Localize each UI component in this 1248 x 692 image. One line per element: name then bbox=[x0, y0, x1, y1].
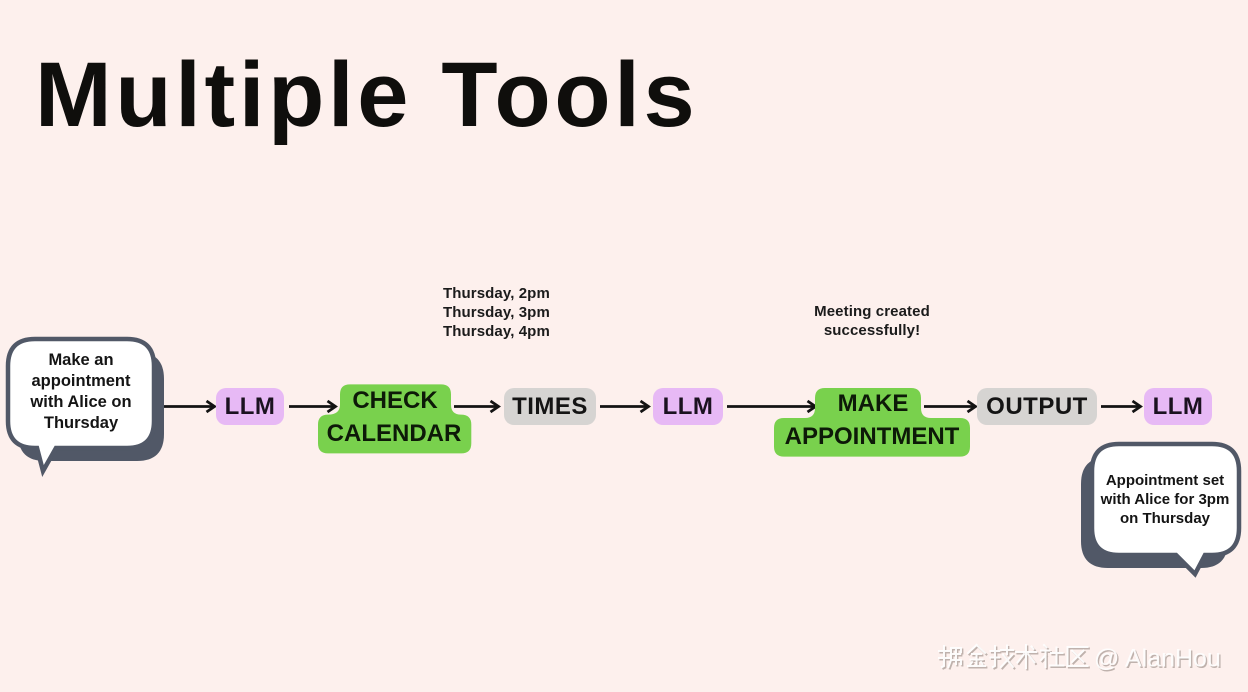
svg-text:@ AlanHou: @ AlanHou bbox=[1094, 645, 1221, 673]
svg-text:@ AlanHou: @ AlanHou bbox=[1095, 646, 1222, 674]
